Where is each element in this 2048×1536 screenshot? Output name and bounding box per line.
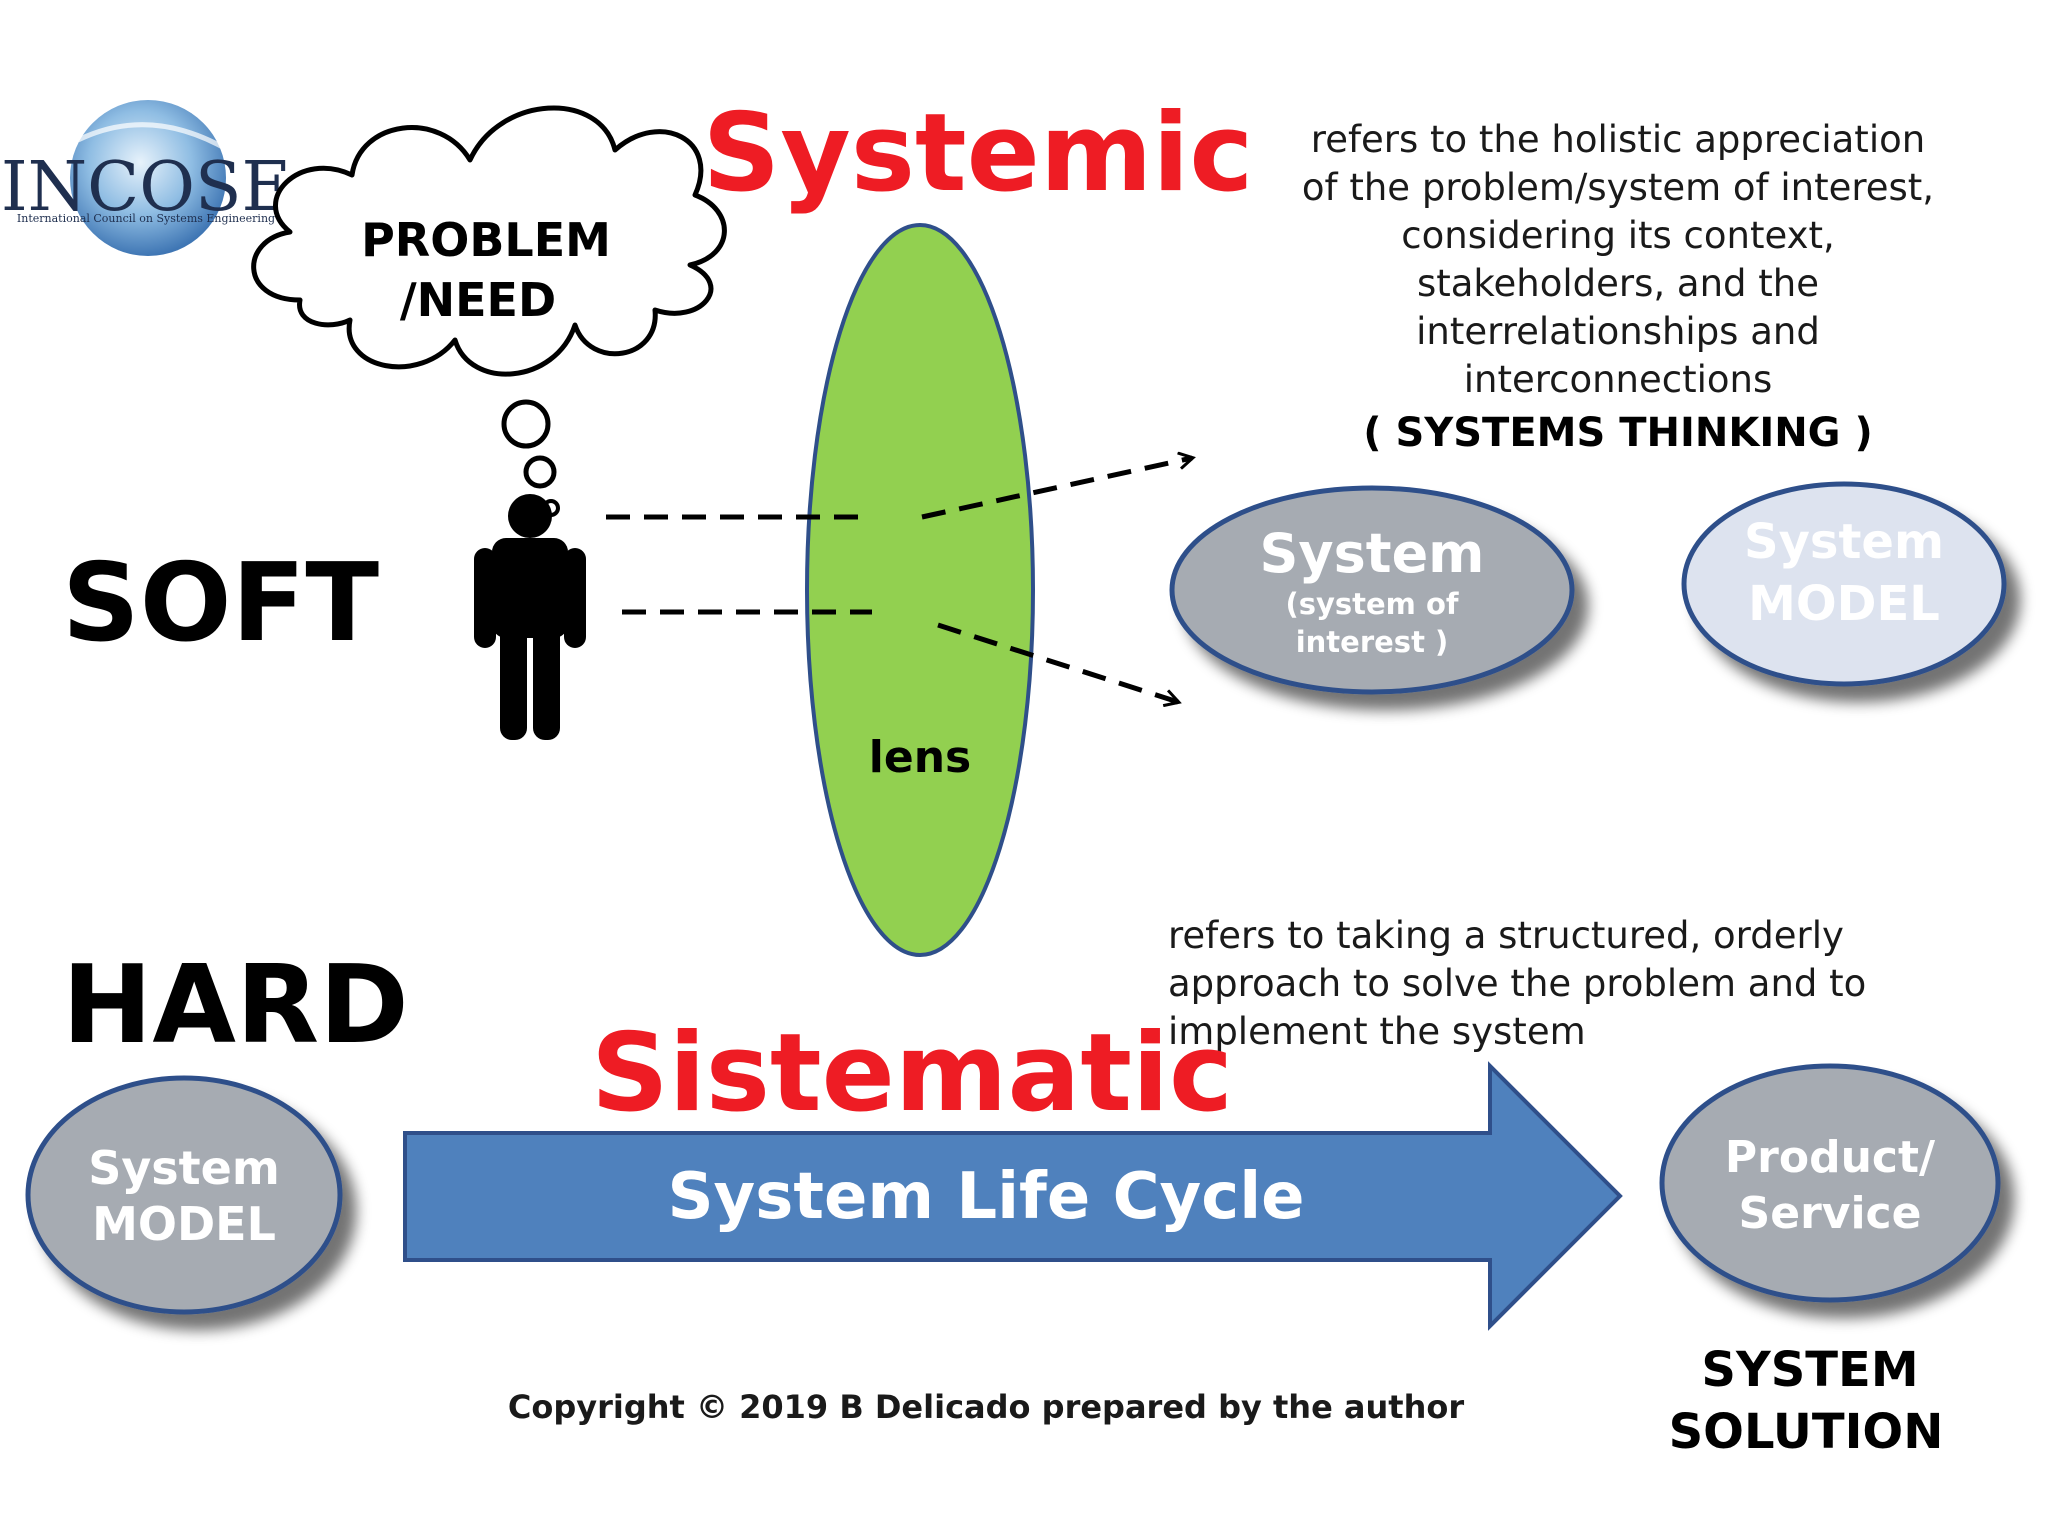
cloud-text-line1: PROBLEM — [361, 213, 611, 267]
globe-swoosh — [76, 122, 230, 153]
systems-thinking-label: ( SYSTEMS THINKING ) — [1363, 410, 1872, 456]
logo-subtitle: International Council on Systems Enginee… — [17, 212, 275, 225]
person-icon — [474, 494, 586, 740]
soft-system-node: System (system of interest ) — [1169, 485, 1575, 695]
incose-logo: INCOSE International Council on Systems … — [1, 100, 291, 256]
thought-bubble-medium — [523, 455, 557, 489]
product-service-node: Product/ Service — [1659, 1063, 2001, 1303]
systemic-desc-line: stakeholders, and the — [1417, 262, 1819, 305]
soft-model-line2: MODEL — [1748, 576, 1940, 632]
product-service-line1: Product/ — [1725, 1132, 1936, 1183]
hard-model-line1: System — [88, 1141, 280, 1195]
cloud-text-line2: /NEED — [400, 273, 556, 327]
systemic-desc-line: considering its context, — [1401, 214, 1834, 257]
life-cycle-arrow: System Life Cycle — [403, 1061, 1623, 1331]
sistematic-desc-line: refers to taking a structured, orderly — [1168, 914, 1844, 957]
sistematic-title: Sistematic — [591, 1011, 1233, 1136]
hard-label: HARD — [62, 943, 409, 1068]
hard-model-ellipse — [25, 1075, 343, 1315]
hard-model-node: System MODEL — [25, 1075, 343, 1315]
thought-cloud: PROBLEM /NEED — [251, 105, 727, 517]
soft-label: SOFT — [62, 541, 379, 666]
light-rays — [606, 458, 1192, 702]
soft-system-ellipse — [1169, 485, 1575, 695]
system-solution-line2: SOLUTION — [1669, 1404, 1944, 1460]
lens-label: lens — [869, 732, 971, 783]
soft-model-line1: System — [1744, 514, 1944, 570]
soft-system-title: System — [1260, 522, 1485, 585]
systemic-description: refers to the holistic appreciation of t… — [1302, 118, 1934, 401]
hard-model-line2: MODEL — [92, 1197, 276, 1251]
systemic-desc-line: interconnections — [1464, 358, 1773, 401]
globe-icon — [70, 100, 226, 256]
systemic-desc-line: of the problem/system of interest, — [1302, 166, 1934, 209]
product-service-ellipse — [1659, 1063, 2001, 1303]
sistematic-desc-line: implement the system — [1168, 1010, 1586, 1053]
lens-shape — [805, 223, 1035, 957]
cloud-shape — [251, 105, 727, 377]
ray-upper-out — [921, 458, 1192, 520]
ray-lower-out — [937, 622, 1178, 702]
systemic-title: Systemic — [703, 91, 1254, 216]
soft-system-sub1: (system of — [1285, 587, 1458, 621]
product-service-line2: Service — [1739, 1188, 1922, 1239]
system-solution-line1: SYSTEM — [1701, 1342, 1918, 1398]
life-cycle-arrow-shape — [403, 1061, 1623, 1331]
sistematic-description: refers to taking a structured, orderly a… — [1168, 914, 1866, 1053]
soft-model-ellipse — [1681, 481, 2007, 687]
logo-name: INCOSE — [1, 148, 291, 227]
sistematic-desc-line: approach to solve the problem and to — [1168, 962, 1866, 1005]
thought-bubble-large — [501, 399, 551, 449]
soft-system-sub2: interest ) — [1296, 625, 1449, 659]
systemic-desc-line: interrelationships and — [1416, 310, 1820, 353]
life-cycle-label: System Life Cycle — [667, 1160, 1304, 1234]
soft-model-node: System MODEL — [1681, 481, 2007, 687]
systemic-desc-line: refers to the holistic appreciation — [1311, 118, 1925, 161]
copyright-text: Copyright © 2019 B Delicado prepared by … — [508, 1388, 1464, 1426]
